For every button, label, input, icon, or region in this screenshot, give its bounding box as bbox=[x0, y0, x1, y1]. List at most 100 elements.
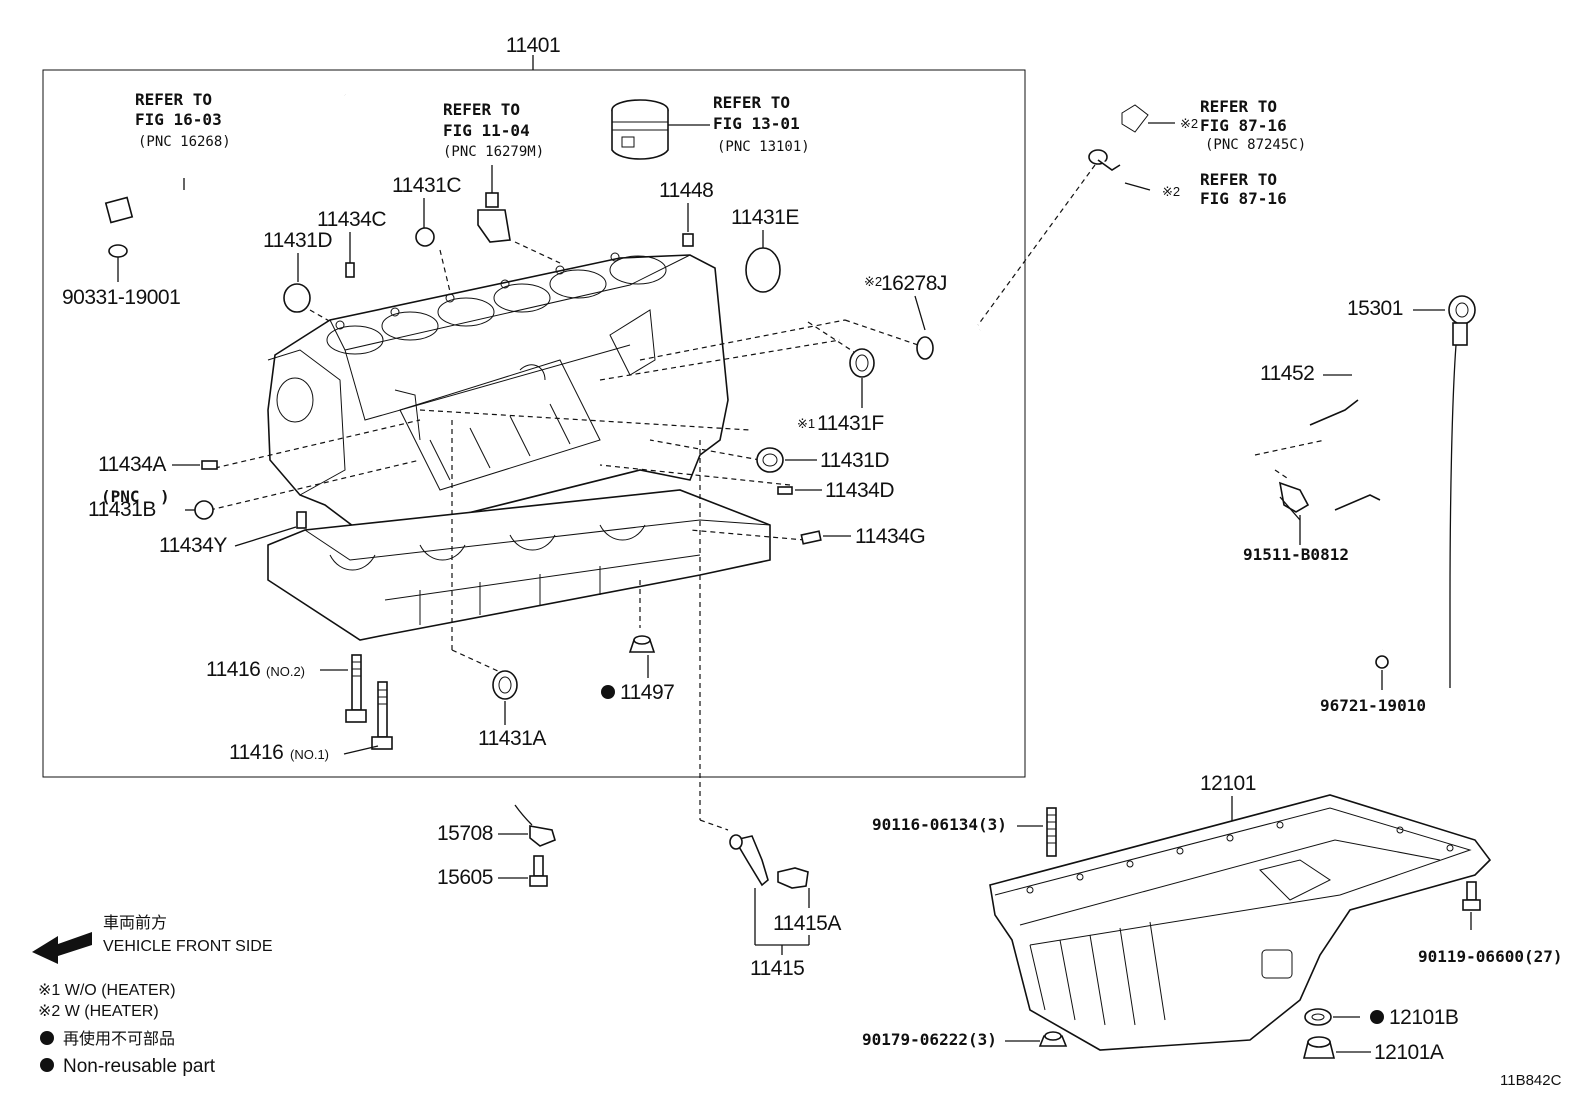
svg-text:11431E: 11431E bbox=[731, 206, 799, 229]
svg-text:11434A: 11434A bbox=[98, 453, 166, 476]
oil-pan-12101: 12101 bbox=[989, 772, 1492, 1051]
ref-fig-13-01: REFER TO FIG 13-01 (PNC 13101) bbox=[665, 93, 810, 155]
svg-text:11434D: 11434D bbox=[825, 479, 894, 502]
svg-text:15605: 15605 bbox=[437, 866, 493, 889]
non-reusable-dot bbox=[40, 1058, 54, 1072]
nut-90179: 90179-06222(3) bbox=[862, 1030, 1068, 1049]
svg-text:(PNC 16268): (PNC 16268) bbox=[138, 134, 231, 150]
svg-text:12101A: 12101A bbox=[1374, 1041, 1444, 1064]
svg-text:90116-06134(3): 90116-06134(3) bbox=[872, 815, 1007, 834]
assembly-number: 11401 bbox=[506, 34, 560, 57]
svg-text:FIG 87-16: FIG 87-16 bbox=[1200, 189, 1287, 208]
ref-fig-87-16-a: ※2 REFER TO FIG 87-16 (PNC 87245C) bbox=[1121, 97, 1306, 153]
svg-text:11416: 11416 bbox=[206, 658, 260, 681]
svg-text:REFER TO: REFER TO bbox=[1200, 170, 1277, 189]
svg-text:15708: 15708 bbox=[437, 822, 493, 845]
non-reusable-en: Non-reusable part bbox=[63, 1056, 216, 1077]
non-reusable-dot bbox=[601, 685, 615, 699]
svg-text:REFER TO: REFER TO bbox=[1200, 97, 1277, 116]
sensor-15708: 15708 bbox=[437, 804, 556, 847]
svg-text:11448: 11448 bbox=[659, 179, 713, 202]
drain-plug-12101A: 12101A bbox=[1302, 1036, 1444, 1064]
front-arrow-icon bbox=[32, 932, 92, 964]
heater-hose-guide bbox=[977, 164, 1096, 326]
svg-text:11431A: 11431A bbox=[478, 727, 546, 750]
svg-text:(PNC 13101): (PNC 13101) bbox=[717, 139, 810, 155]
plug-11431D-right: 11431D bbox=[756, 447, 890, 473]
front-side-jp: 車両前方 bbox=[103, 914, 167, 932]
hose-16278J: ※2 16278J bbox=[864, 272, 984, 364]
pin-11434C: 11434C bbox=[317, 208, 387, 278]
svg-text:): ) bbox=[160, 487, 170, 506]
svg-text:11434C: 11434C bbox=[317, 208, 386, 231]
bolt-90119: 90119-06600(27) bbox=[1418, 881, 1563, 966]
svg-text:11431F: 11431F bbox=[817, 412, 884, 435]
svg-text:11416: 11416 bbox=[229, 741, 283, 764]
plug-11431D-top: 11431D bbox=[263, 229, 346, 331]
gasket-12101B: 12101B bbox=[1304, 1006, 1459, 1029]
plug-11431F: ※1 11431F bbox=[797, 348, 884, 435]
ref-fig-87-16-b: ※2 REFER TO FIG 87-16 bbox=[1088, 149, 1287, 208]
pin-11434Y: 11434Y bbox=[159, 511, 307, 557]
svg-text:11497: 11497 bbox=[620, 681, 674, 704]
figure-code: 11B842C bbox=[1500, 1072, 1562, 1089]
cylinder-block-assembly: 11401 bbox=[42, 34, 1026, 778]
seal-11431A: 11431A bbox=[478, 670, 547, 750]
svg-text:FIG 16-03: FIG 16-03 bbox=[135, 110, 222, 129]
svg-text:12101: 12101 bbox=[1200, 772, 1256, 795]
svg-text:90179-06222(3): 90179-06222(3) bbox=[862, 1030, 997, 1049]
svg-text:11434Y: 11434Y bbox=[159, 534, 227, 557]
svg-text:90331-19001: 90331-19001 bbox=[62, 286, 180, 309]
svg-text:16278J: 16278J bbox=[881, 272, 947, 295]
assembly-frame bbox=[42, 69, 1026, 778]
svg-text:FIG 11-04: FIG 11-04 bbox=[443, 121, 530, 140]
bolt-11416-no2: 11416 (NO.2) bbox=[206, 654, 367, 723]
svg-text:11431B: 11431B bbox=[88, 498, 156, 521]
bolt-15605: 15605 bbox=[437, 855, 548, 889]
svg-text:11452: 11452 bbox=[1260, 362, 1314, 385]
dipstick-guide-11452: 11452 bbox=[1254, 359, 1397, 651]
plug-90331: 90331-19001 bbox=[62, 244, 181, 309]
water-bypass-pipe bbox=[104, 92, 404, 224]
svg-text:FIG 87-16: FIG 87-16 bbox=[1200, 116, 1287, 135]
bolt-11416-no1: 11416 (NO.1) bbox=[229, 681, 393, 764]
pin-11434D: 11434D bbox=[777, 479, 895, 502]
note-without-heater: ※1 W/O (HEATER) bbox=[38, 982, 176, 999]
note-with-heater: ※2 W (HEATER) bbox=[38, 1003, 159, 1020]
non-reusable-dot bbox=[40, 1031, 54, 1045]
svg-text:11431D: 11431D bbox=[263, 229, 332, 252]
plug-11431E: 11431E bbox=[731, 206, 800, 293]
svg-text:12101B: 12101B bbox=[1389, 1006, 1458, 1029]
bolt-91511: 91511-B0812 bbox=[1243, 481, 1349, 564]
svg-text:11431C: 11431C bbox=[392, 174, 461, 197]
svg-text:11415: 11415 bbox=[750, 957, 804, 980]
drain-cock-11415: 11415A 11415 bbox=[729, 834, 842, 980]
svg-text:91511-B0812: 91511-B0812 bbox=[1243, 545, 1349, 564]
svg-text:96721-19010: 96721-19010 bbox=[1320, 696, 1426, 715]
plug-11431C: 11431C bbox=[392, 174, 462, 301]
plug-11497: 11497 bbox=[601, 635, 675, 704]
svg-text:11415A: 11415A bbox=[773, 912, 841, 935]
svg-text:11431D: 11431D bbox=[820, 449, 889, 472]
non-reusable-dot bbox=[1370, 1010, 1384, 1024]
bearing-cap-plate bbox=[267, 489, 771, 641]
pin-11448: 11448 bbox=[659, 179, 714, 247]
stud-90116: 90116-06134(3) bbox=[872, 807, 1057, 857]
svg-text:※1: ※1 bbox=[797, 416, 815, 431]
pin-11434G: 11434G bbox=[800, 525, 926, 548]
non-reusable-jp: 再使用不可部品 bbox=[63, 1030, 175, 1048]
piston bbox=[611, 99, 669, 160]
ref-fig-16-03: REFER TO FIG 16-03 (PNC 16268) bbox=[135, 90, 231, 150]
plug-11431B: (PNC ) 11431B bbox=[88, 487, 214, 521]
pin-11434A: 11434A bbox=[98, 453, 218, 476]
cylinder-block bbox=[267, 252, 729, 536]
svg-text:(PNC 87245C): (PNC 87245C) bbox=[1205, 137, 1306, 153]
svg-text:REFER TO: REFER TO bbox=[443, 100, 520, 119]
ref-fig-11-04: REFER TO FIG 11-04 (PNC 16279M) bbox=[443, 100, 561, 264]
svg-text:90119-06600(27): 90119-06600(27) bbox=[1418, 947, 1563, 966]
svg-text:※2: ※2 bbox=[1180, 116, 1198, 131]
svg-text:(PNC: (PNC bbox=[101, 487, 140, 506]
front-side-en: VEHICLE FRONT SIDE bbox=[103, 938, 273, 955]
svg-text:11434G: 11434G bbox=[855, 525, 925, 548]
